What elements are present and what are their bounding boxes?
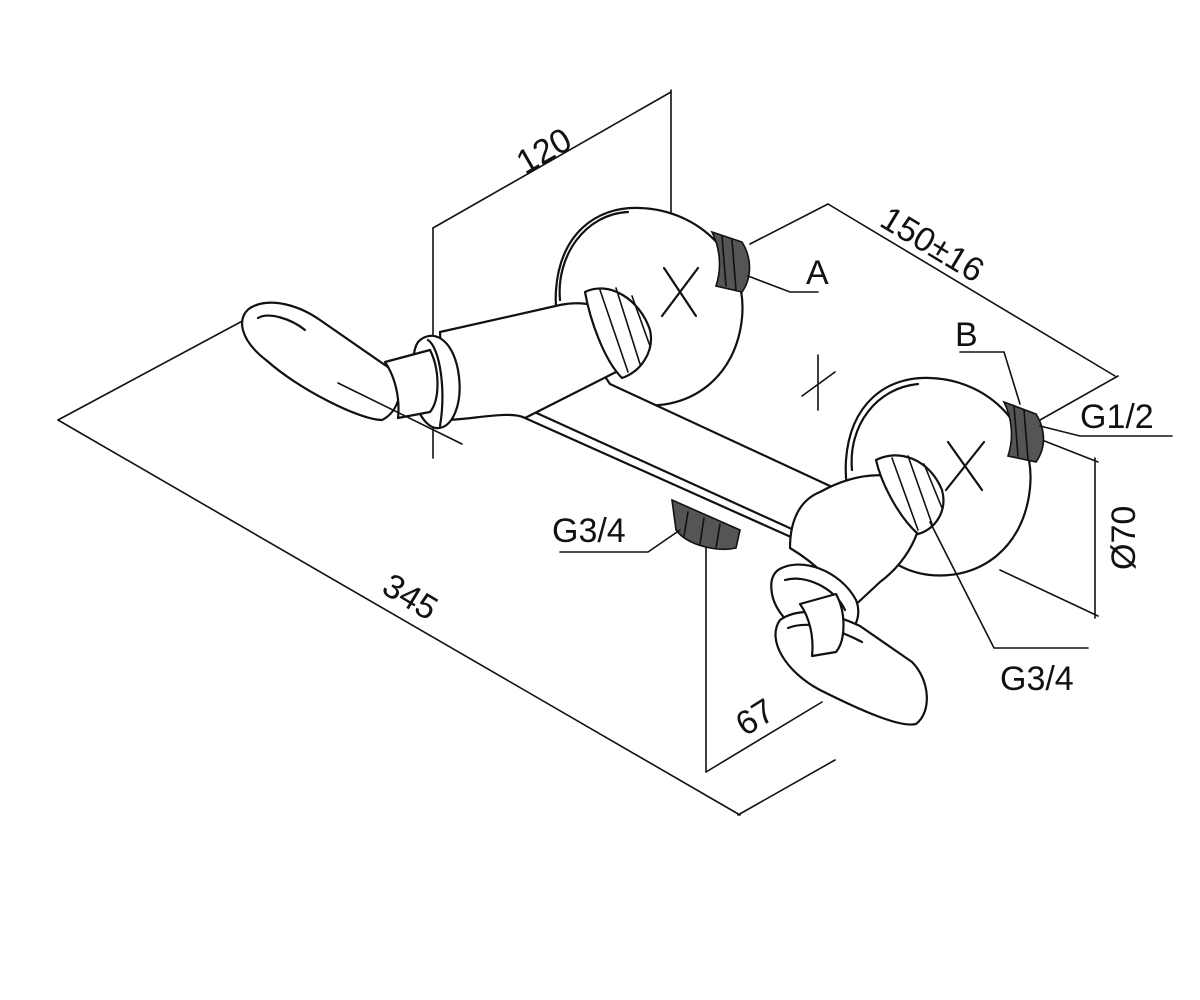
dimension-line xyxy=(827,203,1116,377)
thread-b xyxy=(1002,400,1045,463)
extension-line xyxy=(999,569,1099,617)
callout-g34-left: G3/4 xyxy=(552,512,681,553)
callout-g12: G1/2 xyxy=(1039,398,1173,437)
dimension-345: 345 xyxy=(57,317,836,816)
center-mark xyxy=(801,371,836,397)
callout-label-g34-left: G3/4 xyxy=(552,512,626,550)
callout-label-b: B xyxy=(955,316,978,354)
callout-label-g34-right: G3/4 xyxy=(1000,660,1074,698)
center-mark xyxy=(660,266,700,318)
thread-a xyxy=(710,230,751,293)
callout-b: B xyxy=(955,316,1021,405)
dim-label-67: 67 xyxy=(729,692,781,744)
extension-line xyxy=(57,317,249,421)
right-handle xyxy=(774,592,928,726)
dimension-line xyxy=(432,91,672,229)
extension-line xyxy=(737,759,836,816)
dim-label-150: 150±16 xyxy=(874,199,991,290)
extension-line xyxy=(1039,375,1119,421)
dimension-diameter-70: Ø70 xyxy=(999,439,1143,619)
extension-line xyxy=(749,203,829,245)
callout-label-g12: G1/2 xyxy=(1080,398,1154,436)
callout-g34-right: G3/4 xyxy=(929,521,1089,698)
callout-a: A xyxy=(747,254,829,293)
left-handle xyxy=(241,301,463,445)
dim-label-345: 345 xyxy=(376,566,444,628)
dim-label-120: 120 xyxy=(510,121,578,182)
center-mark xyxy=(944,440,986,492)
dimension-line xyxy=(57,419,741,816)
axis-line xyxy=(337,382,463,445)
dimension-line xyxy=(705,701,823,773)
callout-label-a: A xyxy=(806,254,829,292)
extension-line xyxy=(1041,439,1099,463)
dim-label-diameter: Ø70 xyxy=(1105,506,1143,570)
